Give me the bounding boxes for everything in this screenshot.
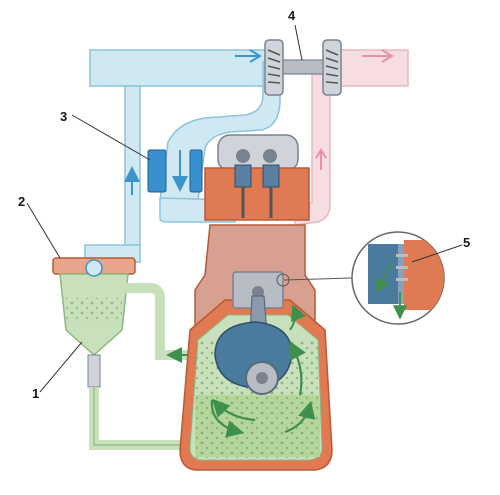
piston-crank-assembly <box>214 271 293 395</box>
turbocharger <box>264 39 342 96</box>
piston-ring-magnifier <box>276 231 445 325</box>
callout-3: 3 <box>60 109 67 124</box>
callout-2: 2 <box>18 194 25 209</box>
callout-1: 1 <box>32 386 39 401</box>
intake-filter-element <box>147 149 203 193</box>
oil-return-line <box>89 387 210 450</box>
callout-4: 4 <box>288 8 296 23</box>
oil-mist-flow-arrows <box>210 304 316 438</box>
exhaust-duct <box>294 49 409 226</box>
callout-leaders <box>26 24 463 393</box>
oil-separator <box>52 257 136 388</box>
callout-5: 5 <box>463 235 470 250</box>
cylinder-head <box>204 134 310 221</box>
